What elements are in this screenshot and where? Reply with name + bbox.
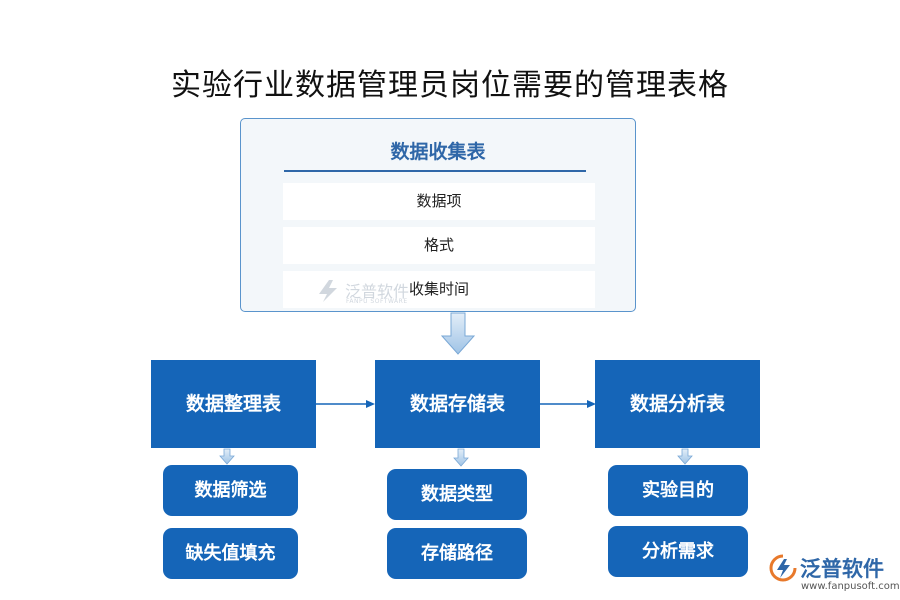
sub-data-type: 数据类型 bbox=[387, 469, 527, 520]
fanpu-logo-icon bbox=[769, 554, 797, 582]
data-analysis-table-box: 数据分析表 bbox=[595, 360, 760, 448]
brand-name: 泛普软件 bbox=[800, 557, 884, 581]
brand-logo: 泛普软件 www.fanpusoft.com bbox=[768, 551, 900, 597]
sub-analysis-needs: 分析需求 bbox=[608, 526, 748, 577]
small-down-arrow-icon bbox=[219, 448, 235, 465]
sub-storage-path: 存储路径 bbox=[387, 528, 527, 579]
row-collection-time: 收集时间 bbox=[283, 271, 595, 308]
row-format: 格式 bbox=[283, 227, 595, 264]
watermark-brand: 泛普软件 bbox=[345, 282, 410, 301]
fanpu-logo-icon bbox=[319, 280, 337, 302]
sub-data-filter: 数据筛选 bbox=[163, 465, 298, 516]
data-collection-panel: 数据收集表 数据项 格式 收集时间 bbox=[240, 118, 636, 312]
sub-missing-value-fill: 缺失值填充 bbox=[163, 528, 298, 579]
down-arrow-icon bbox=[440, 312, 476, 355]
page-title: 实验行业数据管理员岗位需要的管理表格 bbox=[171, 68, 729, 103]
brand-url: www.fanpusoft.com bbox=[801, 581, 900, 592]
small-down-arrow-icon bbox=[453, 448, 469, 467]
arrow-head-1 bbox=[366, 400, 375, 408]
collection-table-title: 数据收集表 bbox=[390, 141, 486, 163]
sub-experiment-purpose: 实验目的 bbox=[608, 465, 748, 516]
arrow-head-2 bbox=[587, 400, 596, 408]
small-down-arrow-icon bbox=[677, 448, 693, 465]
data-organize-table-box: 数据整理表 bbox=[151, 360, 316, 448]
row-data-item: 数据项 bbox=[283, 183, 595, 220]
title-underline bbox=[284, 170, 586, 172]
data-storage-table-box: 数据存储表 bbox=[375, 360, 540, 448]
watermark-brand-en: FANPU SOFTWARE bbox=[346, 298, 408, 305]
